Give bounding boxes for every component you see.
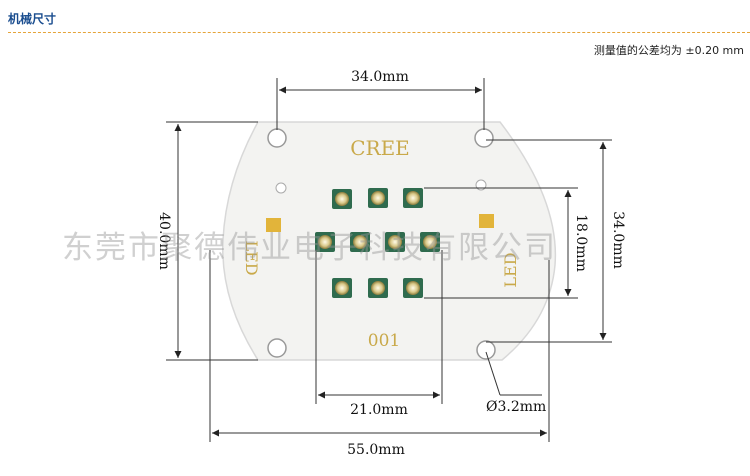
mount-hole-top-left [267,128,287,148]
led-chip [332,189,352,209]
led-chip [385,232,405,252]
side-label-right: LED [501,252,520,287]
led-chip [368,278,388,298]
brand-label: CREE [350,136,410,160]
led-chip [350,232,370,252]
led-chip [403,278,423,298]
led-chip [403,188,423,208]
led-chip [368,188,388,208]
small-hole-left [275,182,287,194]
title-divider [8,32,750,33]
dim-led-height-label: 18.0mm [573,214,589,272]
dim-top-width-label: 34.0mm [351,69,409,85]
solder-pad-left [266,218,281,232]
solder-pad-right [479,214,494,228]
dim-total-width: 55.0mm [209,250,550,458]
dim-led-width: 21.0mm [315,250,443,418]
side-label-left: LED [242,240,261,275]
led-chip [420,232,440,252]
mount-hole-top-right [474,128,494,148]
led-array [315,188,440,298]
dim-top-width: 34.0mm [276,69,485,130]
section-title: 机械尺寸 [8,12,57,26]
dim-total-width-label: 55.0mm [347,442,405,458]
led-board: CREE 001 LED LED [222,121,557,361]
led-chip [332,278,352,298]
dim-right-height-label: 34.0mm [610,211,626,269]
mount-hole-bottom-left [267,338,287,358]
dim-hole-diameter-label: Ø3.2mm [486,399,546,415]
serial-label: 001 [368,331,400,351]
dim-led-height: 18.0mm [424,187,589,299]
dim-left-height-label: 40.0mm [156,212,172,270]
mount-hole-bottom-right [476,340,496,360]
dim-hole-diameter: Ø3.2mm [485,351,546,415]
led-chip [315,232,335,252]
dim-led-width-label: 21.0mm [350,402,408,418]
tolerance-note: 测量值的公差均为 ±0.20 mm [593,44,744,57]
dim-left-height: 40.0mm [156,121,258,361]
